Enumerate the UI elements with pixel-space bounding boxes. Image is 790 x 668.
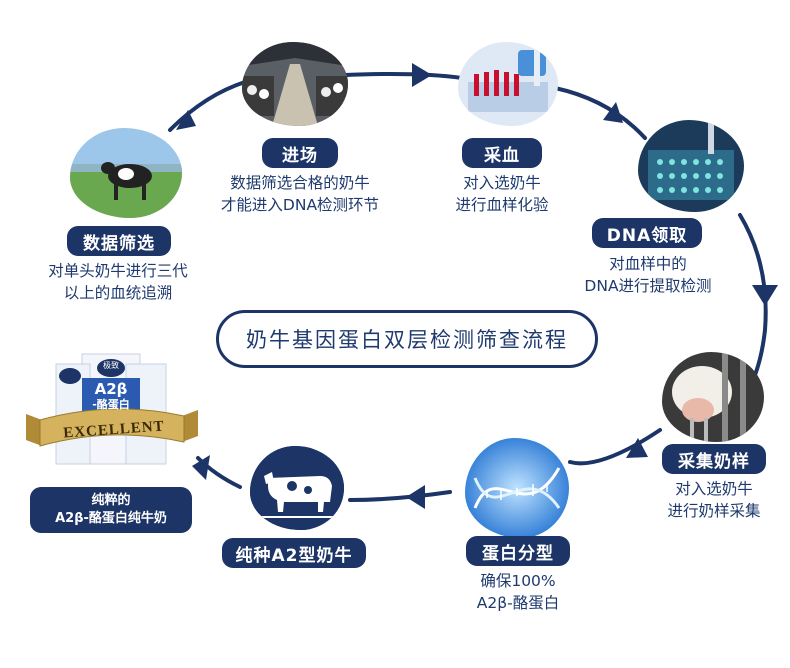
step-label-protein-typing: 蛋白分型 xyxy=(466,536,570,566)
arrow-3 xyxy=(603,102,623,123)
cow-icon xyxy=(250,446,344,530)
step-desc-entry: 数据筛选合格的奶牛 才能进入DNA检测环节 xyxy=(190,172,410,216)
arrow-2 xyxy=(412,63,432,87)
arc-5 xyxy=(568,428,662,466)
step-desc-line: 对入选奶牛 xyxy=(675,480,753,498)
step-desc-line: DNA进行提取检测 xyxy=(584,277,712,295)
arc-2 xyxy=(343,72,464,80)
flow-arrowheads xyxy=(176,63,778,509)
blood-test-photo xyxy=(458,42,558,126)
step-label-dna-extraction: DNA领取 xyxy=(592,218,702,248)
step-desc-line: 确保100% xyxy=(480,572,556,590)
arrow-5 xyxy=(626,438,648,458)
step-desc-line: 对血样中的 xyxy=(609,255,687,273)
lab-chip-photo xyxy=(638,120,744,212)
step-label-blood-sampling: 采血 xyxy=(462,138,542,168)
step-label-purebred-a2-cow: 纯种A2型奶牛 xyxy=(222,538,366,568)
step-desc-line: 对单头奶牛进行三代 xyxy=(48,262,188,280)
milk-product-image: 极致 A2β -酪蛋白 EXCELLENT xyxy=(22,350,202,478)
product-label-line1: 纯粹的 xyxy=(91,493,131,508)
cow-field-photo xyxy=(70,128,182,218)
product-label-line2: A2β-酪蛋白纯牛奶 xyxy=(55,511,167,526)
step-desc-milk-sampling: 对入选奶牛 进行奶样采集 xyxy=(646,478,782,522)
step-desc-data-screening: 对单头奶牛进行三代 以上的血统追溯 xyxy=(18,260,218,304)
arc-6 xyxy=(348,490,452,502)
center-title: 奶牛基因蛋白双层检测筛查流程 xyxy=(216,310,598,368)
step-desc-protein-typing: 确保100% A2β-酪蛋白 xyxy=(446,570,590,614)
step-desc-line: 以上的血统追溯 xyxy=(63,284,173,302)
step-desc-line: 才能进入DNA检测环节 xyxy=(220,196,380,214)
step-desc-dna-extraction: 对血样中的 DNA进行提取检测 xyxy=(560,253,736,297)
product-label-badge: 纯粹的 A2β-酪蛋白纯牛奶 xyxy=(30,487,192,533)
arrow-4 xyxy=(752,285,778,306)
step-label-data-screening: 数据筛选 xyxy=(67,226,171,256)
barn-photo xyxy=(242,42,348,126)
step-label-milk-sampling: 采集奶样 xyxy=(662,444,766,474)
arrow-1 xyxy=(176,110,196,130)
step-desc-line: 数据筛选合格的奶牛 xyxy=(230,174,370,192)
arc-3 xyxy=(553,86,647,140)
product-box-brand: 极致 xyxy=(103,361,119,370)
arc-1 xyxy=(168,80,247,132)
arrow-7 xyxy=(192,455,210,480)
milking-photo xyxy=(662,352,764,442)
product-box-line1: A2β xyxy=(94,380,128,398)
arrow-6 xyxy=(406,485,425,509)
step-desc-blood-sampling: 对入选奶牛 进行血样化验 xyxy=(430,172,574,216)
product-box-line2: -酪蛋白 xyxy=(92,398,130,411)
step-desc-line: A2β-酪蛋白 xyxy=(476,594,560,612)
step-desc-line: 进行血样化验 xyxy=(455,196,549,214)
step-desc-line: 对入选奶牛 xyxy=(463,174,541,192)
dna-icon xyxy=(465,438,569,538)
product-box-title: A2β -酪蛋白 xyxy=(82,380,140,412)
step-desc-line: 进行奶样采集 xyxy=(667,502,761,520)
step-label-entry: 进场 xyxy=(262,138,338,168)
